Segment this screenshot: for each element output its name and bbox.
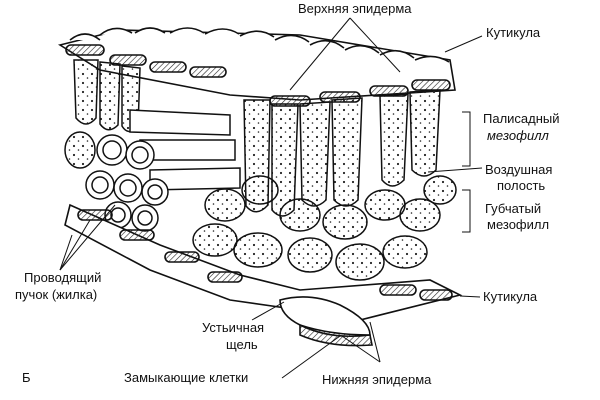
label-vascular-1: Проводящий xyxy=(24,270,102,285)
label-spongy-1: Губчатый xyxy=(485,201,542,216)
label-lower-epidermis: Нижняя эпидерма xyxy=(322,372,432,387)
figure-letter: Б xyxy=(22,370,31,385)
spongy-mesophyll-cells xyxy=(64,131,457,281)
palisade-cells xyxy=(73,59,441,217)
lower-epidermis-layer xyxy=(64,203,463,321)
leader-lines xyxy=(59,17,483,379)
label-palisade-1: Палисадный xyxy=(483,111,560,126)
label-spongy-2: мезофилл xyxy=(487,217,550,232)
label-vascular-2: пучок (жилка) xyxy=(15,287,98,302)
label-palisade-2: мезофилл xyxy=(487,128,549,143)
vascular-bundle xyxy=(85,109,241,232)
label-guard-cells: Замыкающие клетки xyxy=(124,370,249,385)
label-cuticle-top: Кутикула xyxy=(486,25,541,40)
upper-epidermis-layer xyxy=(57,27,456,107)
label-stomata-1: Устьичная xyxy=(202,320,265,335)
label-air-space-2: полость xyxy=(497,178,546,193)
guard-cells xyxy=(279,296,373,347)
label-stomata-2: щель xyxy=(226,337,258,352)
label-upper-epidermis: Верхняя эпидерма xyxy=(298,1,412,16)
label-cuticle-bottom: Кутикула xyxy=(483,289,538,304)
label-air-space-1: Воздушная xyxy=(485,162,553,177)
